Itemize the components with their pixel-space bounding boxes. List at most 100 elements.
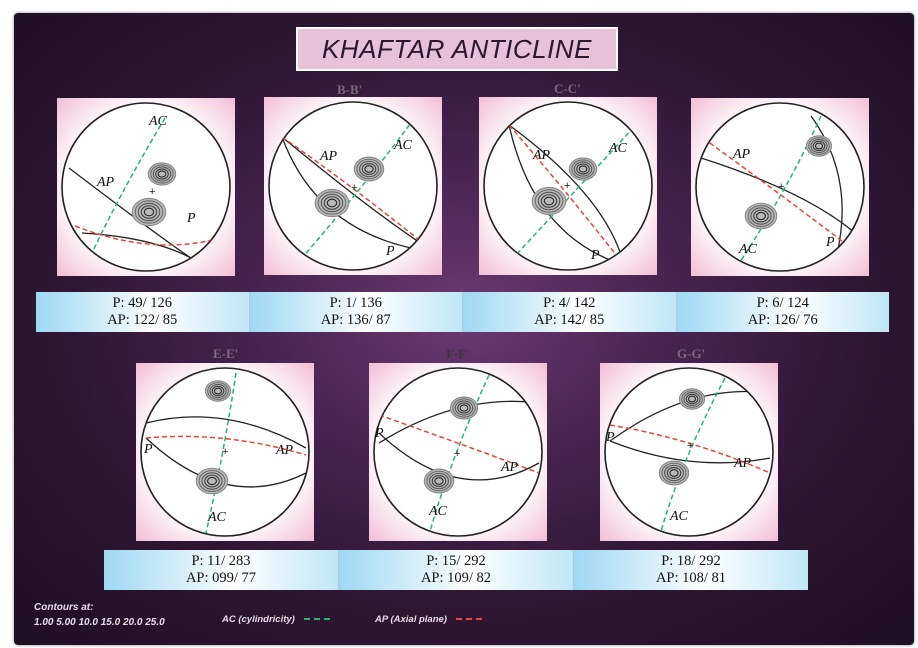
contour-ring	[207, 476, 217, 486]
net-content	[609, 377, 771, 536]
contour-ring	[361, 162, 377, 176]
contour-ring	[353, 156, 385, 182]
values-cell: P: 18/ 292 AP: 108/ 81	[574, 550, 808, 590]
contour-ring	[573, 161, 593, 177]
net-content	[281, 111, 435, 268]
axial-plane-trace	[609, 424, 771, 474]
contour-ring	[534, 189, 564, 213]
ac-label: AC	[428, 504, 448, 519]
contour-ring	[140, 205, 158, 219]
legend-ac-label: AC (cylindricity)	[222, 614, 295, 625]
contour-ring	[150, 164, 174, 184]
ap-label: AP	[319, 149, 338, 164]
p-label: P	[605, 430, 615, 445]
contour-ring	[568, 157, 598, 181]
ap-value: AP: 136/ 87	[320, 312, 391, 328]
contour-ring	[669, 469, 679, 477]
p-label: P	[385, 244, 395, 259]
contour-ring	[753, 209, 769, 223]
center-mark: +	[222, 446, 228, 458]
contour-ring	[805, 135, 833, 157]
legend-ap-swatch	[455, 618, 482, 621]
contour-ring	[429, 472, 449, 490]
contour-ring	[685, 393, 699, 405]
contour-ring	[459, 404, 469, 412]
contour-ring	[198, 469, 226, 493]
ap-value: AP: 099/ 77	[185, 570, 257, 586]
cylindricity-trace	[84, 117, 166, 269]
contour-ring	[326, 198, 338, 208]
ap-label: AP	[532, 148, 551, 163]
contour-ring	[658, 460, 690, 486]
cylindricity-trace	[659, 377, 726, 536]
contour-ring	[364, 165, 374, 173]
net-content	[378, 374, 540, 536]
great-circle	[508, 124, 625, 266]
contour-ring	[808, 137, 830, 155]
contour-ring	[359, 160, 379, 178]
section-label-b: B-B'	[337, 82, 363, 97]
contour-ring	[543, 196, 555, 206]
values-cell: P: 4/ 142 AP: 142/ 85	[463, 292, 677, 332]
cylindricity-trace	[735, 115, 822, 269]
contour-ring	[576, 163, 590, 175]
contour-ring	[457, 402, 471, 414]
axial-plane-trace	[702, 137, 852, 249]
cylindricity-trace	[428, 374, 490, 536]
stereonet-svg: + AC AP P	[600, 363, 778, 541]
contours-title: Contours at:	[34, 602, 94, 613]
center-mark: +	[687, 440, 693, 452]
title-box: KHAFTAR ANTICLINE	[296, 27, 618, 71]
figure-title: KHAFTAR ANTICLINE	[322, 33, 592, 64]
contour-ring	[810, 138, 828, 154]
legend-ap: AP (Axial plane)	[375, 614, 482, 625]
ap-label: AP	[732, 147, 751, 162]
axial-plane-trace	[378, 414, 540, 474]
ap-value: AP: 109/ 82	[420, 570, 492, 586]
contour-ring	[320, 193, 344, 213]
ac-label: AC	[608, 141, 628, 156]
contour-ring	[452, 398, 476, 418]
cylindricity-trace	[293, 111, 420, 268]
contour-ring	[531, 186, 567, 216]
great-circle	[145, 416, 307, 449]
p-value: P: 18/ 292	[661, 553, 721, 569]
contour-ring	[317, 191, 347, 215]
contours-values: 1.00 5.00 10.0 15.0 20.0 25.0	[34, 617, 165, 628]
axial-plane-trace	[508, 124, 625, 266]
p-value: P: 1/ 136	[329, 295, 382, 311]
contour-ring	[426, 470, 452, 492]
ap-label: AP	[733, 456, 752, 471]
contour-ring	[131, 197, 167, 227]
contour-ring	[157, 170, 167, 178]
contour-ring	[147, 162, 177, 186]
legend-ap-label: AP (Axial plane)	[375, 614, 447, 625]
contour-ring	[678, 388, 706, 410]
primitive-circle	[61, 102, 231, 272]
values-cell: P: 11/ 283 AP: 099/ 77	[104, 550, 339, 590]
ac-label: AC	[669, 509, 689, 524]
legend-ac: AC (cylindricity)	[222, 614, 330, 625]
p-label: P	[590, 248, 600, 263]
center-mark: +	[454, 448, 460, 460]
ap-value: AP: 142/ 85	[534, 312, 605, 328]
net-content	[145, 372, 307, 534]
great-circle	[609, 440, 771, 464]
contour-ring	[207, 382, 229, 400]
great-circle	[508, 124, 625, 266]
net-content	[508, 124, 635, 266]
contour-ring	[687, 395, 697, 403]
contour-ring	[756, 211, 766, 221]
contour-ring	[431, 474, 447, 488]
primitive-circle	[140, 367, 310, 537]
